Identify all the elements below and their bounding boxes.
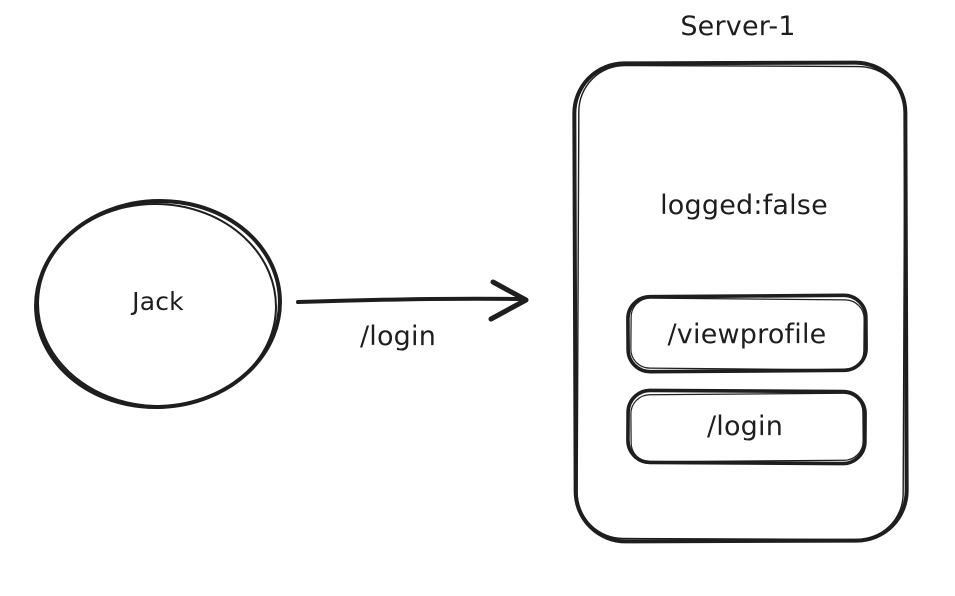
actor-circle-stroke-inner: [37, 202, 277, 408]
endpoint-viewprofile-label: /viewprofile: [667, 319, 827, 350]
server-title: Server-1: [680, 11, 796, 42]
endpoint-viewprofile-stroke: [626, 293, 868, 374]
endpoint-viewprofile-stroke-2: [630, 297, 865, 371]
endpoint-login-box: [626, 388, 867, 466]
endpoint-viewprofile-box: [626, 293, 868, 374]
endpoint-login-label: /login: [706, 411, 784, 442]
server-box-stroke-inner: [576, 64, 906, 541]
endpoint-login-stroke: [626, 388, 867, 466]
request-arrowhead: [488, 279, 529, 322]
server-node-box: [572, 60, 909, 544]
request-arrow-shaft: [296, 296, 521, 304]
request-arrow: [296, 279, 529, 322]
request-arrow-label: /login: [359, 321, 437, 352]
server-status-text: logged:false: [660, 190, 828, 221]
server-box-stroke-outer: [572, 60, 909, 544]
endpoint-login-stroke-2: [630, 392, 864, 463]
actor-node-circle: [34, 198, 282, 410]
actor-label: Jack: [132, 287, 184, 316]
